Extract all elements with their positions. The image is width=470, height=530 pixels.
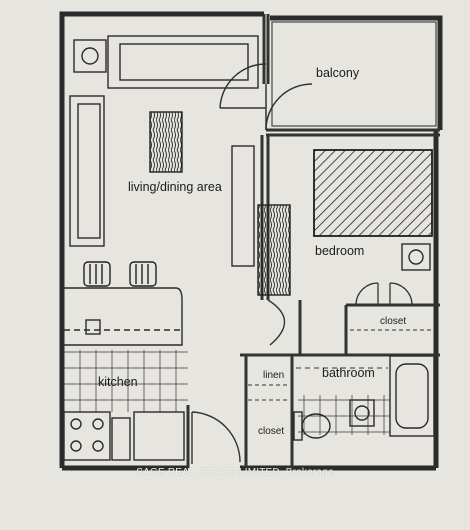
room-label-kitchen: kitchen	[98, 375, 138, 389]
room-label-closet-entry: closet	[258, 426, 285, 437]
room-label-closet-bedroom: closet	[380, 316, 407, 327]
watermark: SAGE REAL ESTATE LIMITED, Brokerage	[136, 467, 334, 478]
room-label-living: living/dining area	[128, 180, 222, 194]
walls	[59, 11, 443, 471]
room-label-linen: linen	[263, 370, 285, 381]
vanity-sink	[349, 399, 375, 427]
toilet	[293, 411, 331, 441]
kitchen-counter	[64, 287, 183, 346]
bedroom-door	[267, 299, 286, 346]
nightstand	[401, 243, 431, 271]
sofa-top	[107, 35, 259, 89]
bar-stools	[83, 261, 157, 287]
sofa-left	[69, 95, 105, 247]
wardrobe-wood	[257, 204, 291, 296]
room-label-bedroom: bedroom	[315, 244, 365, 258]
coffee-table	[149, 111, 183, 173]
kitchen-tile-floor	[64, 350, 188, 412]
balcony-rail	[271, 21, 437, 127]
bedroom-closet-doors	[355, 282, 413, 306]
stove	[63, 411, 111, 461]
balcony-door	[219, 63, 313, 131]
room-label-balcony: balcony	[316, 66, 360, 80]
fridge	[133, 411, 185, 461]
room-label-bathroom: bathroom	[322, 366, 375, 380]
tv-console	[231, 145, 255, 267]
bathtub	[389, 355, 435, 437]
dishwasher	[111, 417, 131, 461]
armchair	[73, 39, 107, 73]
entry-door	[191, 411, 241, 464]
bed	[313, 149, 433, 237]
